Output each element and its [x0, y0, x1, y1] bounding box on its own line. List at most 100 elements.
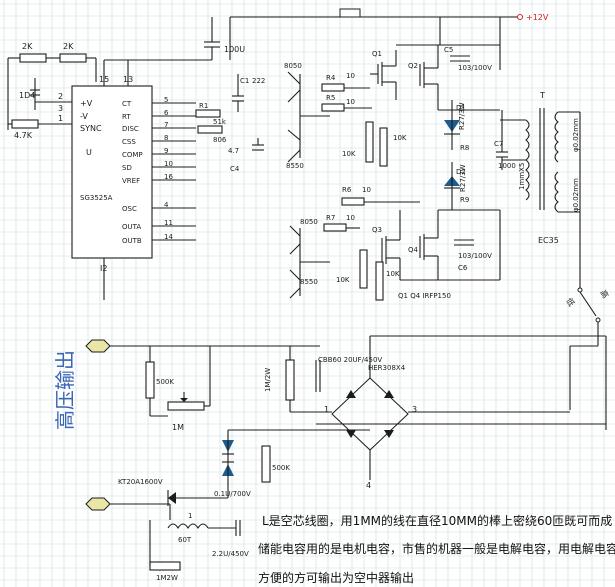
svg-text:8550: 8550 — [286, 162, 304, 170]
svg-text:+V: +V — [80, 99, 93, 108]
ic-pin-number: 5 — [164, 96, 168, 104]
ic-pin-number: 6 — [164, 109, 169, 117]
range-switch: 低 高 — [564, 287, 611, 410]
capacitor-100u: 100U — [204, 17, 245, 60]
ic-pin-number: 10 — [164, 160, 173, 168]
svg-text:SYNC: SYNC — [80, 124, 102, 133]
svg-text:1: 1 — [188, 512, 192, 520]
svg-text:R7: R7 — [326, 214, 335, 222]
timing-network: R1 51k 806 C1 222 4.7 C4 — [195, 74, 265, 173]
note-line-1: L是空芯线圈，用1MM的线在直径10MM的棒上密绕60匝既可而成 — [262, 513, 612, 528]
svg-text:Q1: Q1 — [372, 50, 382, 58]
ic-pin-number: 9 — [164, 147, 168, 155]
svg-text:Q4: Q4 — [408, 246, 419, 254]
svg-text:R6: R6 — [342, 186, 352, 194]
svg-text:C7: C7 — [494, 140, 503, 148]
svg-text:10K: 10K — [386, 270, 400, 278]
svg-text:10: 10 — [346, 98, 355, 106]
svg-text:4.7K: 4.7K — [14, 131, 33, 140]
resistor-2k-a — [19, 53, 47, 63]
inductor-l: 1 60T 2.2U/450V 1M2W — [149, 512, 249, 582]
svg-text:HER308X4: HER308X4 — [368, 364, 406, 372]
svg-text:3: 3 — [412, 405, 417, 414]
ic-sg3525a: +V -V SYNC U SG3525A I2 15 13 — [71, 59, 212, 300]
svg-text:1: 1 — [58, 114, 63, 123]
transformer-t: T 1mmX5 φ0.02mm φ0.02mm EC35 — [500, 91, 581, 290]
svg-text:φ0.02mm: φ0.02mm — [572, 178, 580, 212]
ic-pin-label: CSS — [122, 138, 136, 146]
svg-text:1M/2W: 1M/2W — [264, 368, 272, 392]
svg-text:60T: 60T — [178, 536, 192, 544]
svg-text:10: 10 — [346, 72, 355, 80]
svg-text:KT20A1600V: KT20A1600V — [118, 478, 163, 486]
power-switch — [339, 8, 361, 18]
svg-text:Q2: Q2 — [408, 62, 418, 70]
svg-text:R4: R4 — [326, 74, 336, 82]
ic-pin-label: OSC — [122, 205, 137, 213]
svg-text:R9: R9 — [460, 196, 469, 204]
svg-text:0.1U/700V: 0.1U/700V — [214, 490, 251, 498]
svg-text:4.7: 4.7 — [228, 147, 239, 155]
svg-text:C4: C4 — [230, 165, 240, 173]
gate-resistors-top: R4 10 R5 10 10K 10K — [321, 72, 407, 167]
svg-text:1000: 1000 — [498, 162, 516, 170]
svg-text:1D4: 1D4 — [19, 91, 35, 100]
svg-text:R27/3W: R27/3W — [459, 164, 467, 192]
supply-rail: +12V — [229, 8, 549, 70]
svg-text:10K: 10K — [342, 150, 356, 158]
ic-pin-label: OUTB — [122, 237, 142, 245]
ic-pin-number: 16 — [164, 173, 173, 181]
svg-text:3: 3 — [58, 104, 63, 113]
resistor-2k-b — [59, 53, 87, 63]
ic-pin-label: SD — [122, 164, 132, 172]
bridge-rectifier: HER308X4 1 3 4 — [290, 335, 607, 490]
svg-text:2: 2 — [58, 92, 63, 101]
svg-text:C5: C5 — [444, 46, 453, 54]
svg-text:500K: 500K — [272, 464, 290, 472]
supply-label: +12V — [526, 13, 549, 22]
ic-pin-label: RT — [122, 113, 131, 121]
svg-text:2.2U/450V: 2.2U/450V — [212, 550, 249, 558]
svg-text:10K: 10K — [336, 276, 350, 284]
mosfet-q2: Q2 — [396, 44, 500, 110]
svg-text:φ0.02mm: φ0.02mm — [572, 118, 580, 152]
svg-text:Q1 Q4 IRFP150: Q1 Q4 IRFP150 — [398, 292, 451, 300]
svg-text:D2: D2 — [456, 168, 466, 176]
ic-pin-number: 7 — [164, 121, 168, 129]
note-line-3: 方便的方可输出为空中器输出 — [258, 570, 414, 585]
ic-pin-number: 11 — [164, 219, 173, 227]
hv-output-terminals: 高压输出 — [53, 339, 300, 511]
svg-text:高: 高 — [598, 288, 611, 300]
svg-text:1: 1 — [324, 405, 329, 414]
svg-text:R27/3W: R27/3W — [458, 102, 466, 130]
svg-text:C6: C6 — [458, 264, 468, 272]
svg-text:D1: D1 — [456, 104, 466, 112]
svg-text:Q3: Q3 — [372, 226, 382, 234]
mosfet-q4: Q4 Q1 Q4 IRFP150 — [398, 210, 500, 300]
terminal-bottom — [85, 497, 111, 511]
ic-pin-number: 14 — [164, 233, 173, 241]
svg-text:CBB60 20UF/450V: CBB60 20UF/450V — [318, 356, 382, 364]
svg-text:EC35: EC35 — [538, 236, 559, 245]
gate-resistors-bottom: R6 10 R7 10 10K 10K — [323, 186, 420, 301]
svg-text:8050: 8050 — [284, 62, 302, 70]
ic-pin-number: 4 — [164, 201, 169, 209]
ic-pin-label: VREF — [122, 177, 140, 185]
note-line-2: 储能电容用的是电机电容，市售的机器一般是电解电容，用电解电容效率是可 — [258, 541, 615, 556]
driver-transistors-bottom: 8050 8550 — [289, 218, 330, 299]
svg-text:1mmX5: 1mmX5 — [518, 163, 526, 190]
resistor-4-7k — [11, 119, 39, 129]
svg-text:U: U — [86, 148, 92, 157]
driver-transistors-top: 8050 8550 — [284, 62, 330, 170]
svg-text:103/100V: 103/100V — [458, 252, 492, 260]
svg-text:103/100V: 103/100V — [458, 64, 492, 72]
svg-text:8050: 8050 — [300, 218, 318, 226]
svg-text:8550: 8550 — [300, 278, 318, 286]
snubber-diodes: D1 R8 D2 R9 R27/3W R27/3W — [438, 100, 500, 211]
svg-text:2K: 2K — [63, 42, 74, 51]
left-network: 2K 2K 4.7K 1D4 2 1 3 — [7, 42, 97, 140]
hv-output-label: 高压输出 — [53, 350, 77, 430]
terminal-top — [85, 339, 111, 353]
